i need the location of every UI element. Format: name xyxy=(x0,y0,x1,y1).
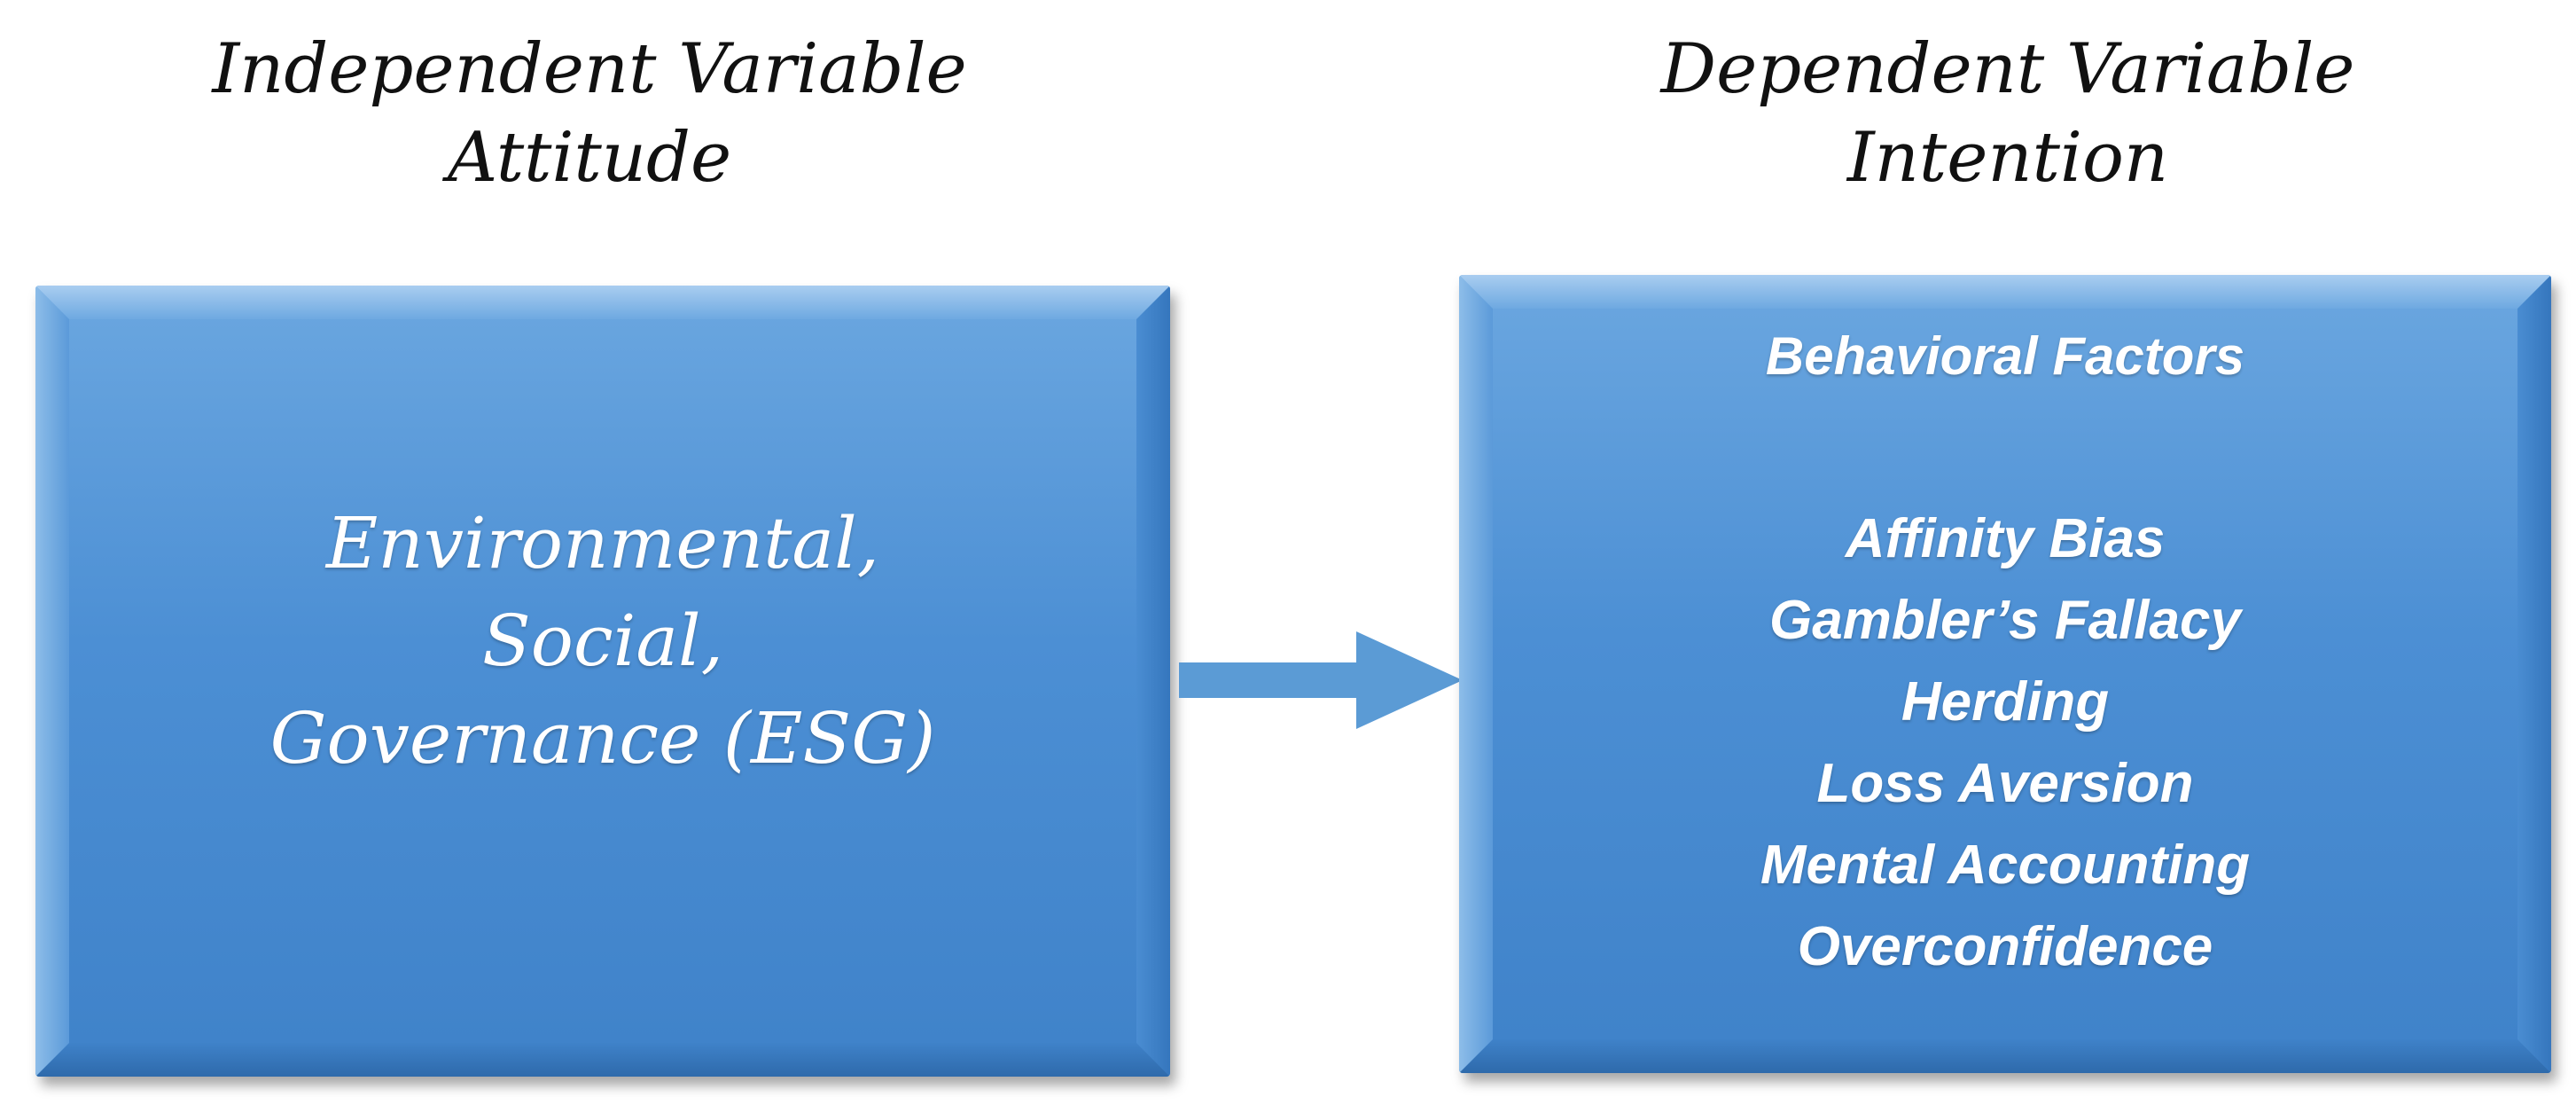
factor-herding: Herding xyxy=(1901,671,2110,733)
dependent-variable-heading: Dependent Variable Intention xyxy=(1454,25,2562,202)
behavioral-factors-content: Behavioral Factors Affinity Bias Gambler… xyxy=(1459,275,2551,1073)
factor-gamblers-fallacy: Gambler’s Fallacy xyxy=(1769,590,2241,651)
behavioral-factors-title: Behavioral Factors xyxy=(1765,326,2245,386)
flow-arrow xyxy=(1179,631,1463,729)
behavioral-factors-box: Behavioral Factors Affinity Bias Gambler… xyxy=(1459,275,2551,1073)
esg-box: Environmental, Social, Governance (ESG) xyxy=(35,286,1170,1077)
esg-line-environmental: Environmental, xyxy=(325,502,880,584)
esg-box-content: Environmental, Social, Governance (ESG) xyxy=(35,286,1170,1077)
factor-list: Affinity Bias Gambler’s Fallacy Herding … xyxy=(1760,498,2250,988)
independent-variable-label: Independent Variable xyxy=(212,29,967,109)
factor-mental-accounting: Mental Accounting xyxy=(1760,835,2251,896)
esg-line-social: Social, xyxy=(481,600,724,682)
factor-overconfidence: Overconfidence xyxy=(1797,916,2213,977)
intention-label: Intention xyxy=(1846,118,2169,198)
attitude-label: Attitude xyxy=(447,118,732,198)
factor-affinity-bias: Affinity Bias xyxy=(1845,508,2166,569)
dependent-variable-label: Dependent Variable xyxy=(1660,29,2355,109)
independent-variable-heading: Independent Variable Attitude xyxy=(0,25,1179,202)
esg-line-governance: Governance (ESG) xyxy=(269,697,936,780)
factor-loss-aversion: Loss Aversion xyxy=(1816,753,2194,814)
arrow-shape xyxy=(1179,631,1463,729)
